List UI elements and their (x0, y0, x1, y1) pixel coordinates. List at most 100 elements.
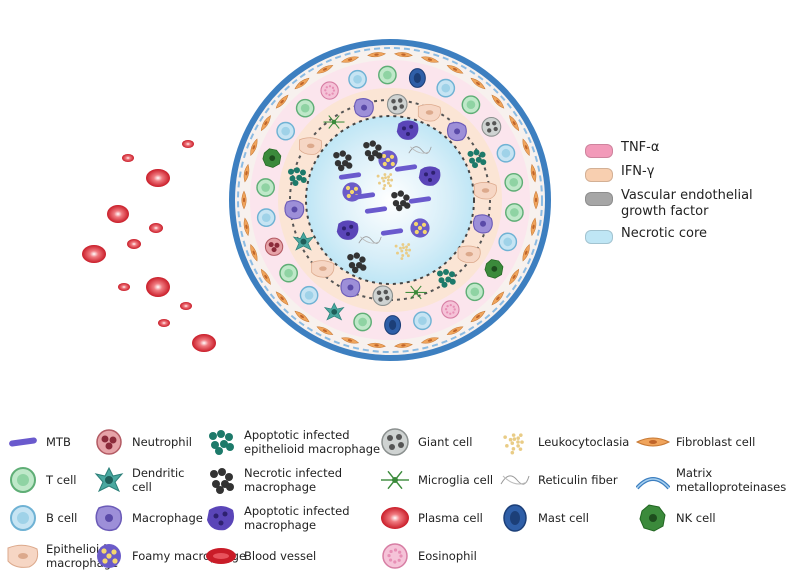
fibroblast-cell (394, 342, 413, 348)
macrophage-cell (284, 199, 305, 220)
red-blood-cell (146, 277, 170, 297)
tcell-cell (378, 65, 397, 85)
t-cell-icon (10, 467, 36, 493)
necrotic-core-item (333, 150, 353, 172)
fibroblast-cell (250, 243, 258, 262)
dendritic-cell-icon (94, 466, 124, 493)
fibroblast-cell (522, 138, 530, 157)
necrotic-macrophage-icon (210, 468, 234, 494)
legend-item-apoptotic: Apoptotic infected macrophage (204, 502, 350, 534)
macrophage-cell (446, 121, 467, 142)
legend-label: Apoptotic infected macrophage (244, 504, 350, 532)
fibroblast-cell (275, 94, 289, 109)
mast-cell-icon (503, 504, 527, 532)
legend-label: Neutrophil (132, 435, 192, 449)
key-label: Necrotic core (621, 226, 708, 241)
legend-item-nk: NK cell (636, 502, 716, 534)
cell-ring-middle (284, 93, 497, 307)
legend-label: Microglia cell (418, 473, 494, 487)
leukocytoclasia-icon (503, 433, 524, 455)
fibroblast-cell (316, 65, 334, 74)
mtb-core-item (352, 192, 376, 200)
key-swatch (585, 230, 613, 244)
tcell-cell (505, 203, 524, 222)
bcell-cell (299, 285, 319, 305)
legend-label: Dendritic cell (132, 466, 185, 494)
plasma-cell-icon (381, 507, 409, 529)
fibroblast-cell (260, 268, 271, 285)
foamy-core-item (378, 150, 398, 170)
fibroblast-cell (241, 190, 247, 210)
legend-label: MTB (46, 435, 71, 449)
fibroblast-cell (243, 163, 250, 183)
red-blood-cell (158, 319, 170, 327)
red-blood-cell (107, 205, 129, 223)
mtb-core-item (394, 164, 418, 172)
b-cell-icon (10, 505, 36, 531)
neutrophil-icon (96, 429, 122, 455)
fibroblast-cell (243, 217, 250, 237)
fibroblast-cell (260, 115, 271, 132)
tcell-cell (353, 312, 372, 332)
tcell-cell (504, 172, 524, 192)
red-blood-cell (180, 302, 192, 310)
nk-cell (484, 259, 504, 279)
foamy-macrophage-icon (97, 544, 121, 568)
legend-label: B cell (46, 511, 78, 525)
macrophage-cell (340, 277, 361, 298)
legend-item-bcell: B cell (6, 502, 77, 534)
legend-label: Fibroblast cell (676, 435, 756, 449)
fibroblast-cell (509, 115, 520, 132)
microglia-cell (323, 115, 345, 129)
legend-item-bloodvessel: Blood vessel (204, 540, 316, 572)
epithelioid-cell (299, 137, 323, 155)
fibroblast-cell (340, 337, 360, 344)
dendritic-cell (292, 231, 315, 251)
red-blood-cell (149, 223, 163, 233)
bcell-cell (498, 232, 518, 252)
eosinophil-icon (382, 543, 408, 569)
macrophage-icon (95, 505, 123, 532)
fibroblast-cell (491, 291, 505, 306)
bcell-cell (276, 121, 296, 141)
mtb-core-item (408, 196, 432, 204)
apoptotic-core-item (336, 220, 359, 240)
key-label: Vascular endothelial growth factor (621, 188, 753, 219)
fibroblast-cell (491, 94, 505, 109)
fibroblast-cell (420, 56, 440, 63)
necrotic-core-item (363, 140, 383, 162)
key-swatch (585, 192, 613, 206)
leukocytoclasia-core-item (394, 243, 412, 260)
legend-item-eosinophil: Eosinophil (378, 540, 477, 572)
legend-item-epithelioid: Epithelioid macrophage (6, 540, 118, 572)
legend-item-mmp: Matrix metalloproteinases (636, 464, 786, 496)
giant-cell (481, 116, 502, 137)
epithelioid-cell (457, 245, 481, 264)
legend-item-fibroblast: Fibroblast cell (636, 426, 755, 458)
necrotic-core-item (347, 252, 367, 274)
key-swatch (585, 144, 613, 158)
reticulin-core-item (358, 236, 382, 244)
tcell-cell (295, 98, 315, 118)
legend-item-tcell: T cell (6, 464, 76, 496)
mtb-icon (9, 437, 37, 447)
fibroblast-cell (470, 77, 486, 90)
apoptotic-epithelioid-cell (436, 268, 456, 288)
giant-cell (372, 285, 394, 307)
fibroblast-cell (394, 52, 413, 58)
red-blood-cell (182, 140, 194, 148)
bcell-cell (496, 143, 516, 163)
legend-item-macrophage: Macrophage (92, 502, 203, 534)
necrotic-core-item (391, 190, 411, 212)
mast-cell (384, 315, 402, 335)
eosinophil-cell (320, 81, 339, 100)
granuloma-diagram (82, 39, 551, 361)
red-blood-cell (146, 169, 170, 187)
microglia-cell (405, 285, 427, 300)
legend-label: Mast cell (538, 511, 589, 525)
apoptotic-macrophage-icon (207, 506, 234, 531)
legend-item-leukocytoclasia: Leukocytoclasia (498, 426, 629, 458)
fibroblast-cell (530, 217, 537, 237)
dendritic-cell (323, 302, 345, 321)
tcell-cell (461, 95, 481, 115)
